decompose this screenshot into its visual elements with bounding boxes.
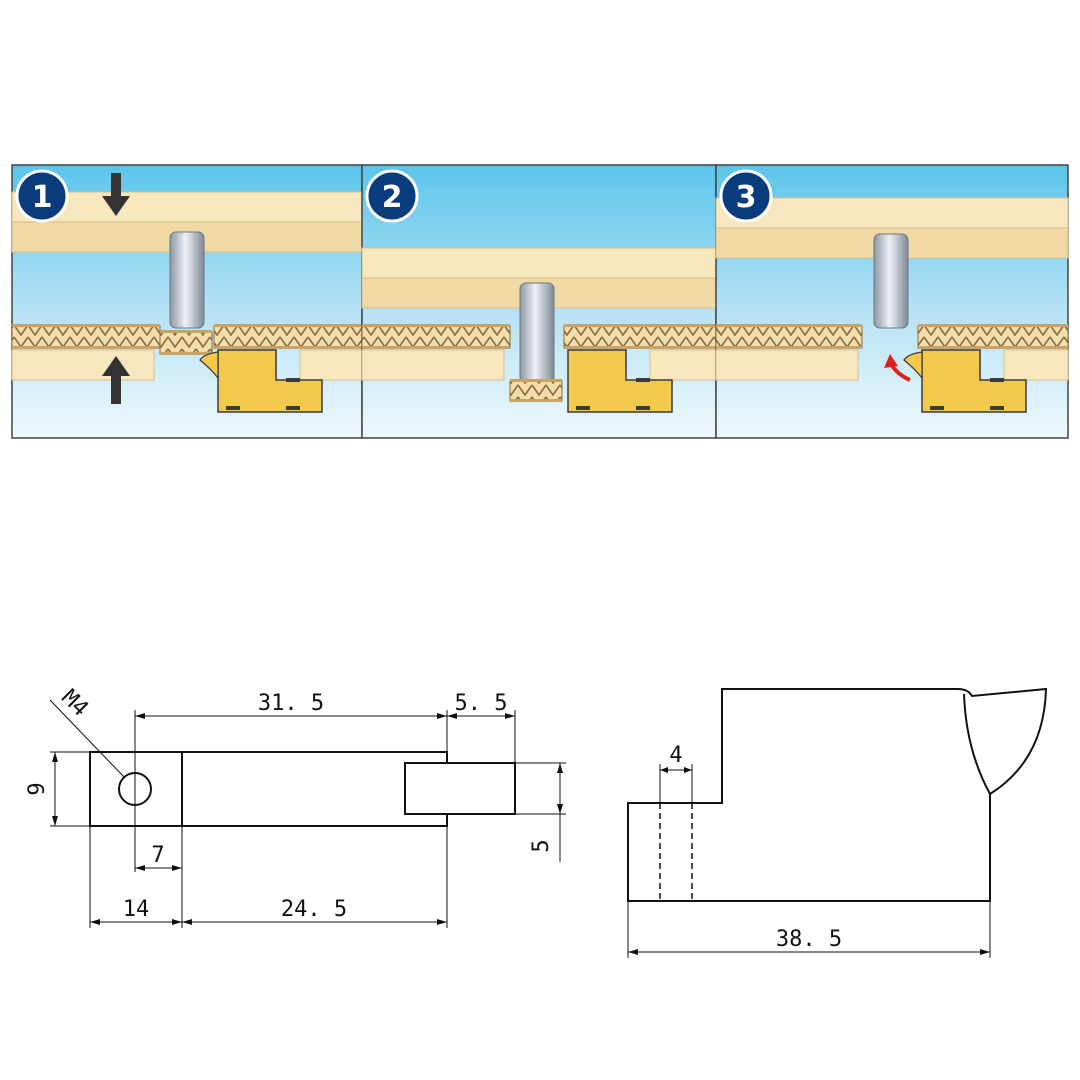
tab [404,762,516,815]
thread-label: M4 [56,685,92,721]
svg-text:1: 1 [32,180,53,215]
side-view-drawing [627,687,1048,958]
step-panel-3: 3 [715,164,1069,439]
dim-length-main: 31. 5 [258,691,324,716]
pin [169,231,205,329]
step-badge-2: 2 [365,169,419,223]
latch-block [199,349,323,413]
side-view-dimensions: 4 38. 5 [669,743,842,952]
pin [519,282,555,384]
cardboard-sheet [361,324,717,402]
svg-text:2: 2 [382,180,403,215]
up-arrow-icon [102,356,130,404]
top-view-drawing [49,699,566,928]
dim-left-block: 14 [123,897,150,922]
side-profile [627,687,1048,902]
dim-slot-width: 4 [669,743,682,768]
svg-text:3: 3 [736,180,757,215]
left-block [89,751,183,827]
step-panel-2: 2 [361,164,717,439]
rotate-arrow-icon [884,354,911,382]
cardboard-sheet [715,324,1069,349]
latch-block [903,349,1027,413]
step-badge-1: 1 [15,169,69,223]
step-badge-3: 3 [719,169,773,223]
dim-overall-length: 38. 5 [776,927,842,952]
dim-hole-offset: 7 [151,843,164,868]
down-arrow-icon [102,173,130,216]
dim-tab-height: 5 [529,839,554,852]
cardboard-sheet [11,324,363,355]
step-panel-1: 1 [11,164,363,439]
dim-right-body: 24. 5 [281,897,347,922]
dim-height: 9 [25,782,50,795]
step-panels: 1 [11,164,1069,439]
pin [873,233,909,329]
upper-board [11,191,363,223]
latch-block [567,349,673,413]
dim-tab-extension: 5. 5 [455,691,508,716]
